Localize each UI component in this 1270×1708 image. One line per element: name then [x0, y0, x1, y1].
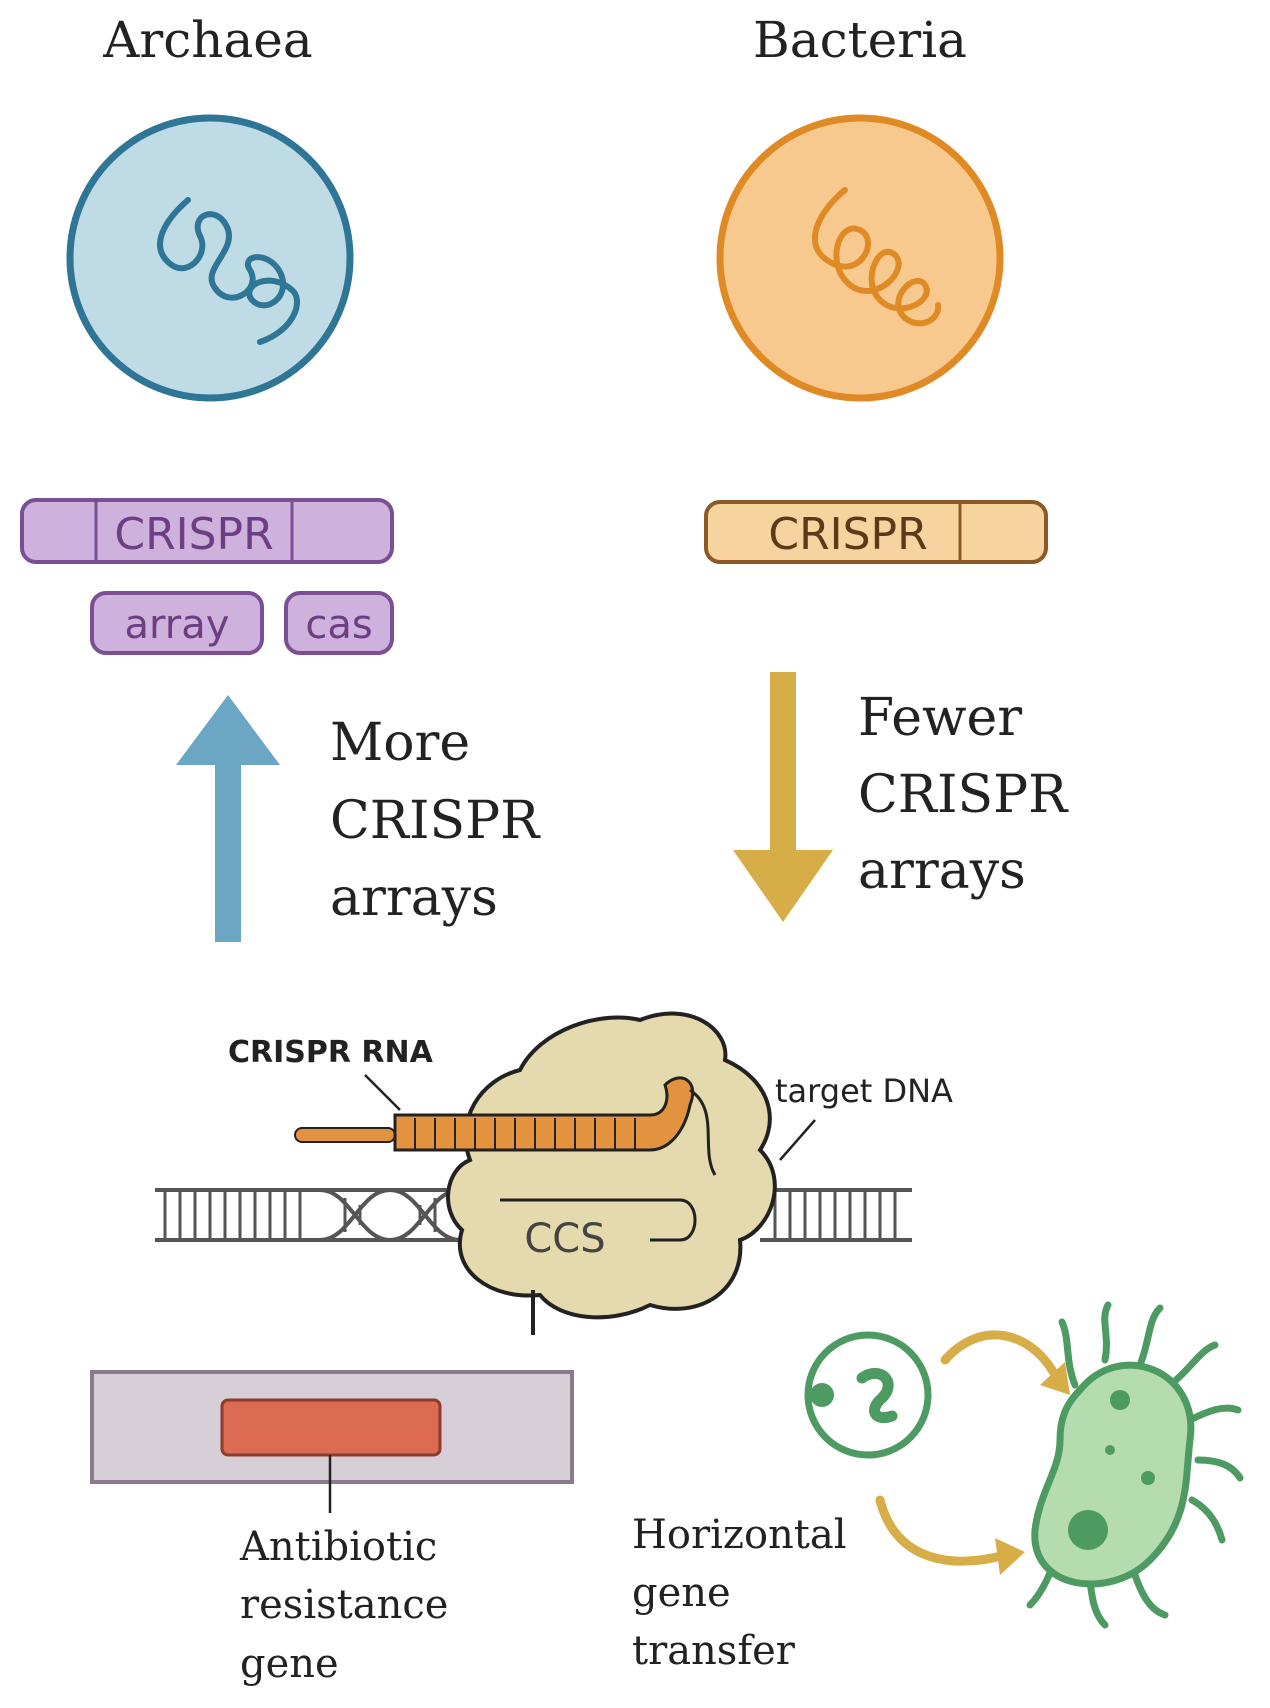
hgt-label-line2: gene	[632, 1570, 731, 1616]
plasmid-box	[90, 1370, 574, 1513]
fewer-arrow-icon	[733, 672, 833, 922]
cas-protein-complex: CCS	[446, 1011, 777, 1320]
more-label-line1: More	[330, 713, 470, 773]
archaea-cas-label: cas	[305, 602, 372, 648]
target-dna-label: target DNA	[775, 1072, 953, 1110]
bacteria-crispr-label: CRISPR	[768, 509, 927, 560]
archaea-cell	[66, 114, 354, 402]
transfer-arrow-bottom-icon	[875, 1495, 1025, 1575]
archaea-heading: Archaea	[102, 11, 312, 69]
more-arrow-icon	[176, 695, 280, 942]
hgt-label-line3: transfer	[632, 1628, 796, 1674]
archaea-crispr-box: CRISPR	[20, 498, 394, 564]
resistance-gene-icon	[220, 1398, 442, 1457]
transfer-arrow-top-icon	[940, 1330, 1070, 1395]
dna-rungs	[163, 1190, 897, 1240]
bacteria-crispr-box: CRISPR	[704, 500, 1048, 564]
bacteria-chromosome-icon	[811, 187, 942, 327]
fewer-label-line3: arrays	[858, 841, 1026, 901]
protein-label: CCS	[524, 1216, 605, 1262]
crispr-rna-label: CRISPR RNA	[228, 1035, 434, 1070]
archaea-crispr-label: CRISPR	[114, 509, 273, 560]
fewer-label-line1: Fewer	[858, 688, 1022, 748]
archaea-cas-box: cas	[284, 591, 394, 655]
bacteria-heading: Bacteria	[753, 11, 967, 69]
hgt-label-line1: Horizontal	[632, 1512, 847, 1558]
recipient-bacterium-icon	[1026, 1301, 1244, 1629]
target-dna-strand	[689, 1088, 717, 1176]
more-label-line2: CRISPR	[330, 791, 541, 851]
archaea-chromosome-icon	[157, 197, 300, 345]
archaea-array-label: array	[125, 602, 230, 648]
more-label-line3: arrays	[330, 868, 498, 928]
archaea-array-box: array	[90, 591, 264, 655]
resistance-label-line3: gene	[240, 1641, 339, 1687]
resistance-label-line2: resistance	[240, 1582, 448, 1628]
crispr-rna-icon	[294, 1076, 695, 1152]
resistance-label-line1: Antibiotic	[239, 1524, 437, 1570]
fewer-label-line2: CRISPR	[858, 765, 1069, 825]
donor-cell-icon	[804, 1331, 932, 1459]
target-dna-leader	[779, 1119, 816, 1161]
bacteria-cell	[716, 114, 1004, 402]
crispr-rna-leader	[364, 1074, 401, 1111]
